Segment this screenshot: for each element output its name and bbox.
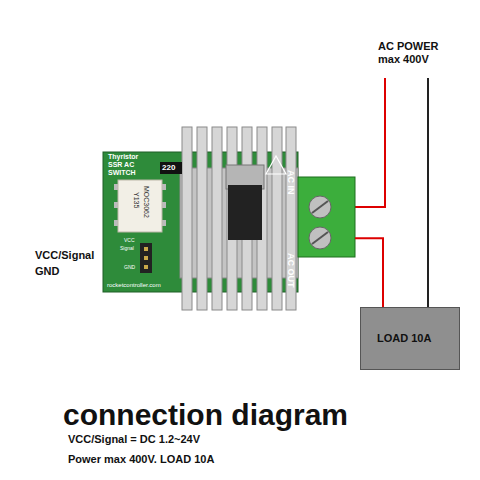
line-wire (355, 78, 385, 207)
thyristor-body (228, 185, 262, 240)
heatsink-fin (197, 127, 207, 310)
node-text: LOAD 10A (377, 332, 431, 345)
load-box: LOAD 10A (360, 307, 460, 370)
terminal-block (298, 177, 355, 257)
header-pin (144, 265, 148, 269)
terminal-label: AC OUT (286, 253, 296, 288)
silk-website: rocketcontroller.com (107, 282, 161, 289)
warning-triangle (266, 156, 286, 174)
pin-label: GND (35, 265, 59, 278)
screw-slot (312, 201, 328, 213)
optocoupler (118, 180, 162, 232)
part-number: MOC3062 (142, 186, 150, 218)
silk-pin-name: VCC (124, 238, 135, 244)
part-code: Y135 (132, 192, 140, 208)
resistor-symbol (160, 162, 182, 174)
header-pin (144, 256, 148, 260)
heatsink-fin (182, 127, 192, 310)
pin-header (140, 243, 152, 273)
power-label: AC POWER max 400V (378, 40, 450, 65)
terminal-screw (309, 196, 331, 218)
pin-label: VCC/Signal (35, 249, 94, 262)
neutral-wire (427, 78, 429, 307)
node-text: Thyristor SSR AC SWITCH (108, 153, 154, 177)
spec-note: Power max 400V. LOAD 10A (68, 453, 214, 466)
terminal-label: AC IN (286, 170, 296, 195)
spec-note: VCC/Signal = DC 1.2~24V (68, 433, 200, 446)
heatsink-fin (286, 127, 296, 310)
header-pin (144, 247, 148, 251)
silk-pin-name: GND (124, 265, 135, 271)
heatsink-fin (272, 127, 282, 310)
terminal-screw (309, 227, 331, 249)
resistor-value: 220 (162, 163, 175, 172)
ssr-module-board: Thyristor SSR AC SWITCH (103, 148, 355, 296)
silk-pin-name: Signal (120, 246, 134, 252)
load-wire (355, 238, 383, 307)
diagram-title: connection diagram (63, 398, 348, 433)
heatsink-fin (212, 127, 222, 310)
screw-slot (312, 232, 328, 244)
